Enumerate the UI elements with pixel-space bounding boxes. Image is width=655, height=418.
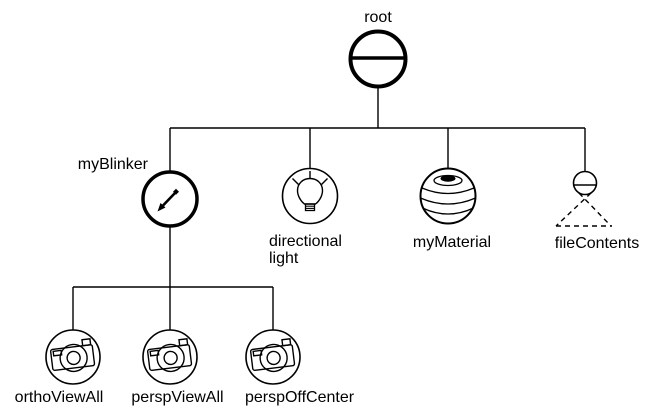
blinker-arrow-node-icon [141,170,199,228]
bulb-base [304,203,316,212]
node-label-filecontents: fileContents [554,235,640,252]
node-label-perspoffcenter: perspOffCenter [244,389,355,406]
group-separator-node-icon [348,29,408,89]
dashed-contents-triangle [555,192,612,227]
node-circle [45,329,101,385]
camera-lens-inner [266,350,281,366]
camera-lens-outer [259,343,288,373]
file-dashed-triangle-node-icon [555,170,612,227]
camera-body [49,344,96,372]
light-bulb-node-icon [281,167,339,225]
node-circle [142,329,198,385]
sphere-outline [419,167,477,225]
camera-lens-outer [156,343,185,373]
camera-lens-inner [163,350,178,366]
arrow-pivot-dot [173,188,179,195]
bulb-threads [305,205,315,209]
node-label-orthoviewall: orthoViewAll [14,389,104,406]
node-label-mymaterial: myMaterial [412,234,492,251]
node-label-directional-light: directional light [269,233,342,267]
sphere-latitude-rings [420,187,476,215]
camera-viewfinder [281,338,292,347]
arrow-head [157,203,166,212]
node-label-directional-light-line1: directional [269,233,342,250]
node-circle [245,329,301,385]
sphere-highlight-spot [440,175,456,182]
camera-glyph [146,338,193,373]
camera-viewfinder [178,338,189,347]
camera-body [146,344,193,372]
node-label-perspviewall: perspViewAll [131,389,224,406]
tree-edges [72,87,586,330]
camera-lens-inner [66,350,81,366]
node-circle [572,170,598,196]
arrow-shaft [162,192,176,207]
node-label-root: root [364,9,392,26]
camera-glyph [249,338,296,373]
bulb-glass [296,177,324,205]
camera-node-icon-perspviewall [142,329,198,385]
material-sphere-node-icon [419,167,477,225]
node-circle [141,170,199,228]
bulb-rays [292,171,328,185]
camera-glyph [49,338,96,373]
camera-viewfinder [81,338,92,347]
node-circle [348,29,408,89]
camera-body [249,344,296,372]
camera-node-icon-orthoviewall [45,329,101,385]
node-circle [281,167,339,225]
camera-node-icon-perspoffcenter [245,329,301,385]
node-label-myblinker: myBlinker [77,156,148,173]
camera-lens-outer [59,343,88,373]
node-label-directional-light-line2: light [269,250,299,267]
